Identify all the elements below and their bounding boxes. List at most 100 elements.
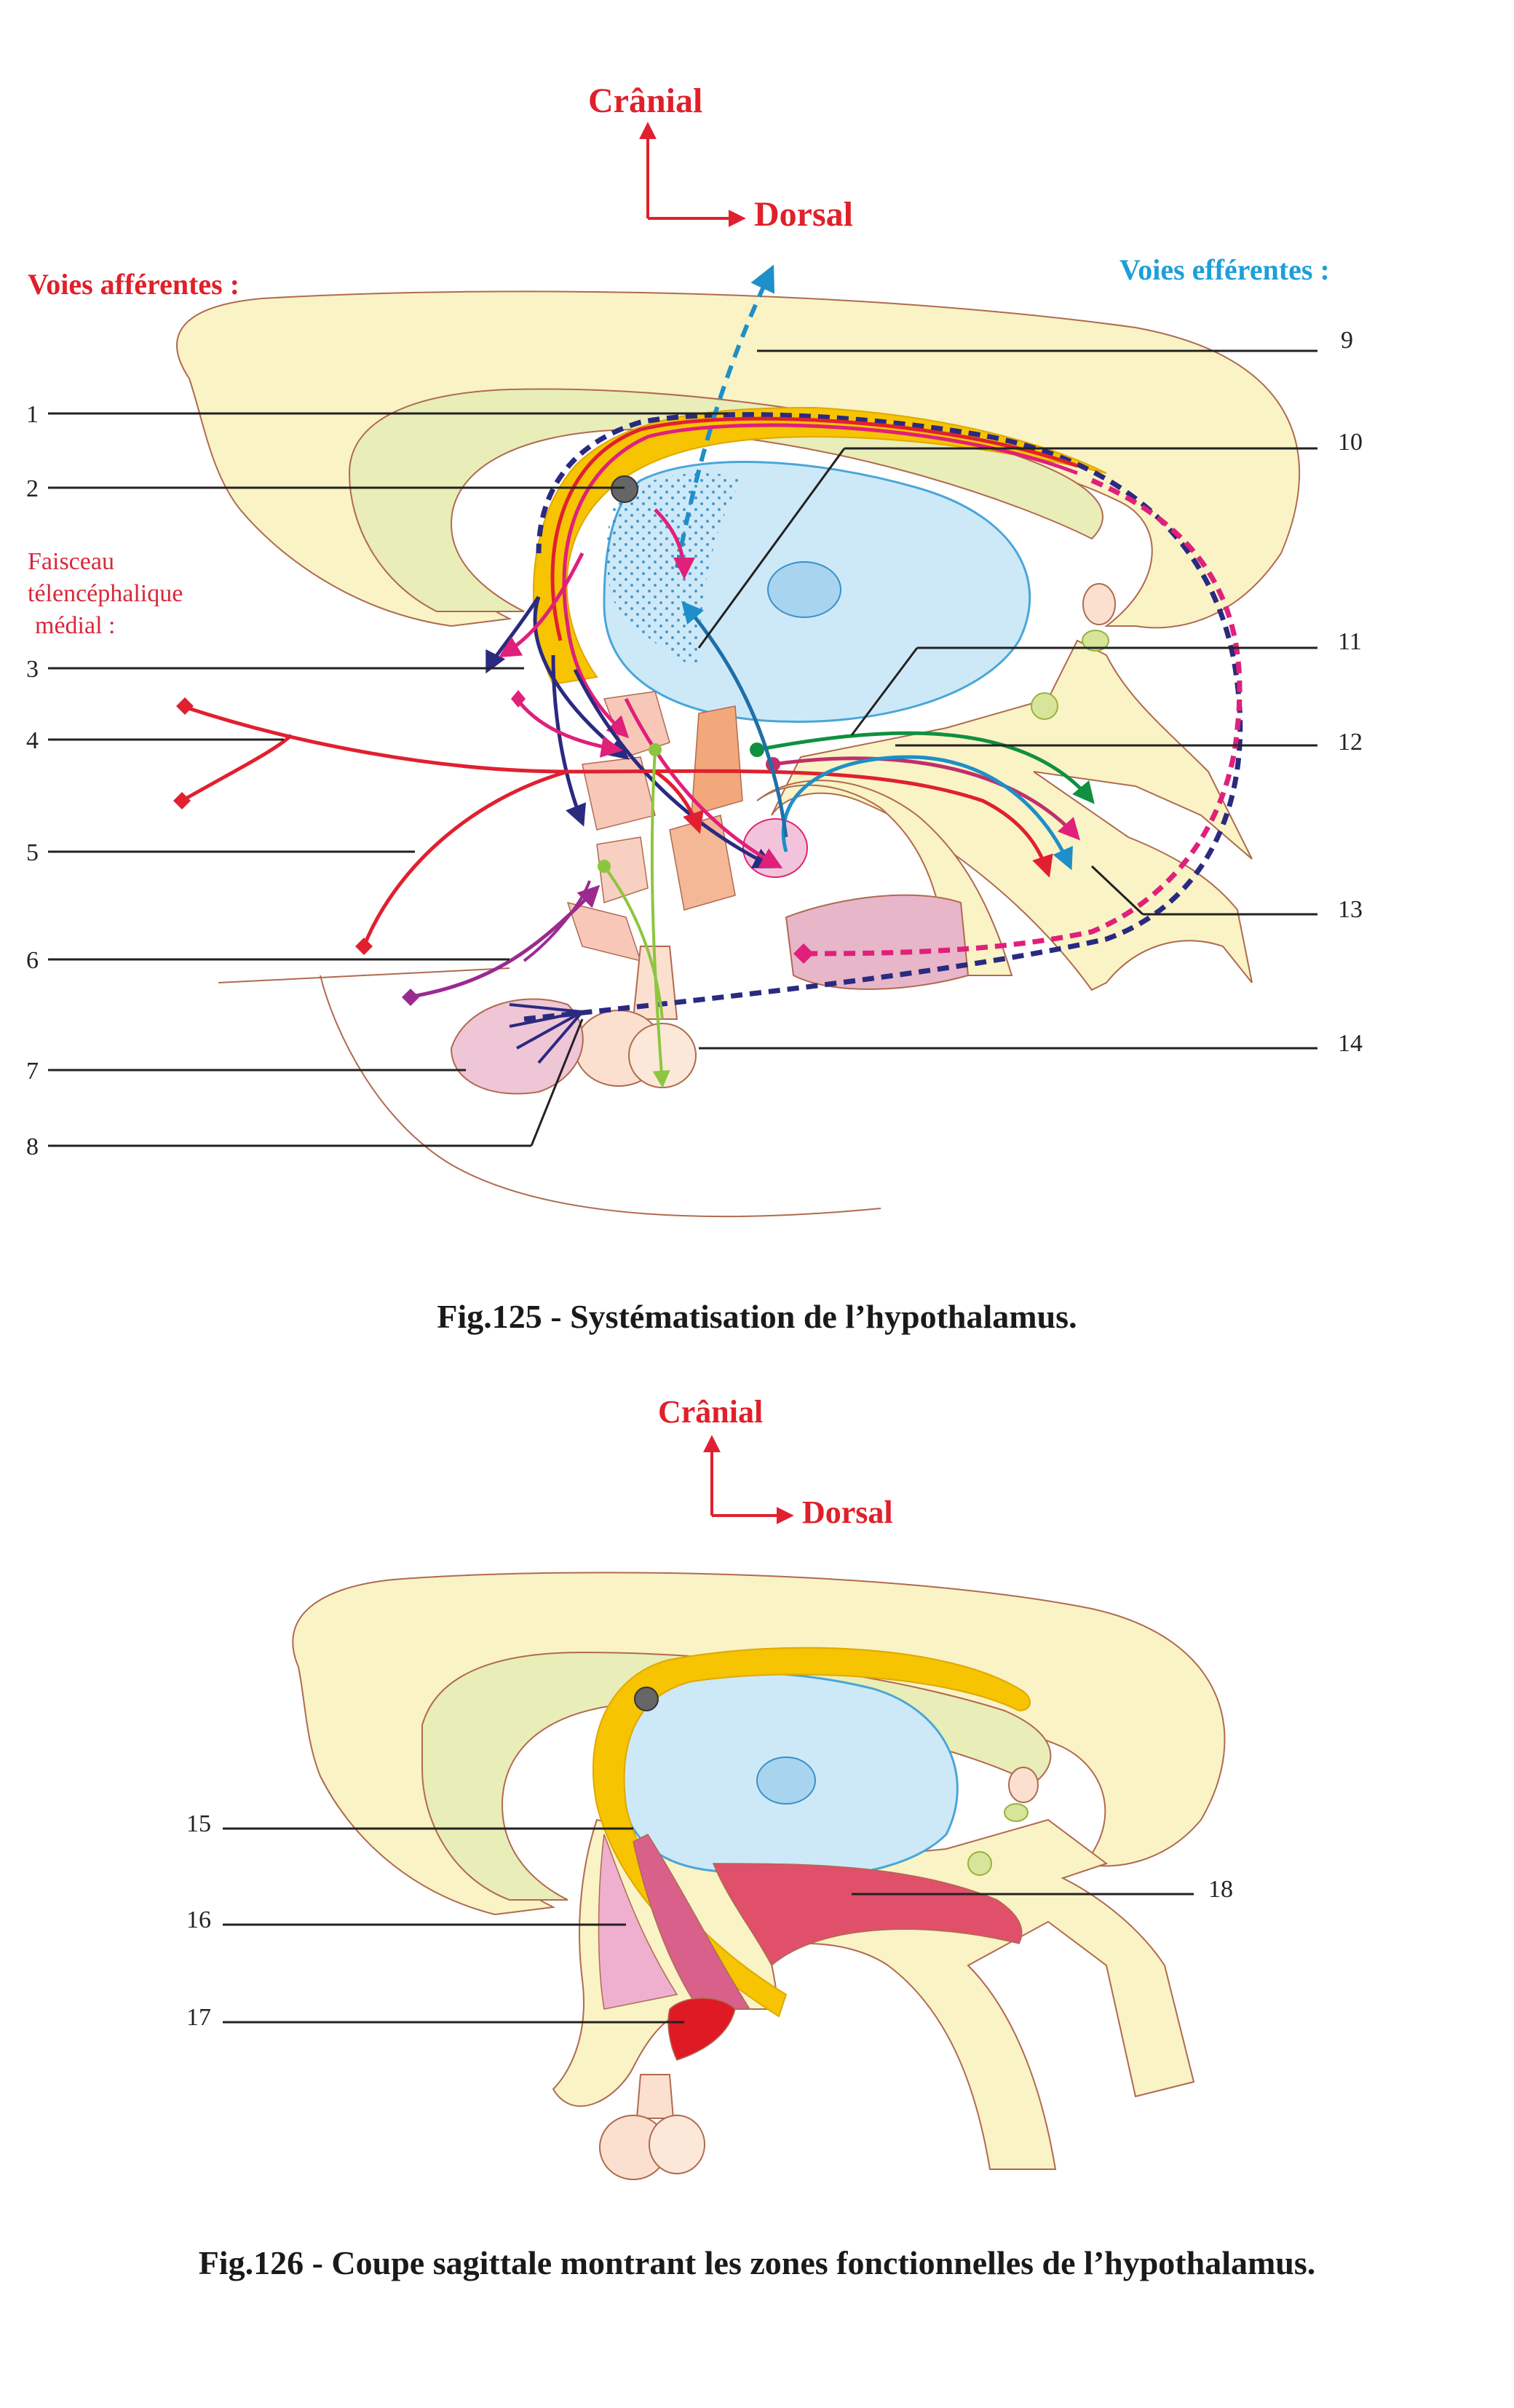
- posterior-commissure: [1082, 630, 1109, 651]
- orientation-indicator-fig126: Crânial Dorsal: [658, 1394, 893, 1530]
- posterior-commissure-126: [1004, 1803, 1029, 1822]
- label-16: 16: [186, 1906, 211, 1933]
- red-mfb-branch-1: [181, 734, 293, 803]
- faisceau-line-2: télencéphalique: [28, 580, 183, 607]
- label-6: 6: [26, 947, 39, 974]
- label-11: 11: [1338, 628, 1362, 655]
- faisceau-line-3: médial :: [35, 612, 115, 639]
- fig125-label-numbers: 1 2 3 4 5 6 7 8 9 10 11 12 13 14: [26, 327, 1363, 1160]
- navy-afferent-3: [551, 654, 587, 827]
- magenta-afferent-4: [654, 508, 695, 579]
- label-10: 10: [1338, 429, 1363, 456]
- magenta-diamond-start: [511, 690, 526, 708]
- navy-afferent-4: [573, 668, 776, 868]
- purple-to-nucleus: [523, 880, 591, 962]
- orientation-indicator-fig125: Crânial Dorsal: [588, 82, 853, 234]
- magenta-diamond-end: [793, 943, 814, 964]
- red-diamond-2: [173, 792, 191, 809]
- fig126-label-lines: [223, 1827, 1194, 2024]
- optic-chiasm: [566, 901, 642, 962]
- faisceau-line-1: Faisceau: [28, 548, 114, 575]
- magenta-efferent: [772, 756, 1081, 841]
- blue-dashed-efferent: [675, 264, 775, 569]
- pineal-nodule-126: [967, 1851, 992, 1876]
- mammillary-body: [742, 818, 808, 878]
- label-1: 1: [26, 401, 39, 428]
- navy-fan-2: [509, 1010, 583, 1028]
- anterior-commissure-126: [634, 1687, 659, 1711]
- fig126-label-numbers: 15 16 17 18: [186, 1810, 1233, 2031]
- fornix-red-path: [550, 416, 1078, 641]
- lime-efferent-2: [603, 865, 664, 1020]
- label-2: 2: [26, 475, 39, 502]
- fig126-caption: Fig.126 - Coupe sagittale montrant les z…: [199, 2244, 1316, 2281]
- dorsal-label-126: Dorsal: [802, 1494, 893, 1530]
- lime-efferent-1: [650, 749, 670, 1088]
- red-mfb-branch-5: [362, 769, 568, 947]
- fig125-label-lines: [48, 349, 1317, 1147]
- hypothalamic-nucleus-4: [669, 815, 736, 911]
- red-mfb-main: [181, 704, 1053, 878]
- efferent-pathways-title: Voies efférentes :: [1119, 253, 1330, 286]
- zone-preoptic-16: [598, 1834, 678, 2010]
- red-diamond-5: [355, 938, 373, 955]
- base-line: [218, 967, 510, 983]
- navy-fan-3: [516, 1010, 583, 1050]
- magenta-afferent-3: [624, 697, 783, 868]
- magenta-afferent-2: [515, 697, 623, 758]
- cranial-label: Crânial: [588, 82, 702, 120]
- fornix-magenta-path: [562, 423, 1078, 739]
- thalamic-nucleus: [767, 561, 841, 618]
- dorsal-label: Dorsal: [754, 195, 853, 234]
- zone-posterior-18: [712, 1863, 1023, 1967]
- green-efferent: [756, 731, 1095, 804]
- navy-afferent-1: [533, 596, 630, 760]
- fornix: [532, 406, 1107, 686]
- cerebral-hemisphere: [176, 290, 1301, 629]
- fig126: Crânial Dorsal: [186, 1394, 1315, 2281]
- label-17: 17: [186, 2004, 211, 2031]
- label-14: 14: [1338, 1030, 1363, 1057]
- habenula: [1082, 583, 1116, 625]
- fig125: Crânial Dorsal Voies afférentes : Voies …: [26, 82, 1363, 1335]
- anterior-commissure: [611, 475, 638, 503]
- zone-tuberal-17: [667, 1997, 736, 2061]
- pons-region: [785, 894, 970, 990]
- cingulate-area: [348, 388, 1103, 612]
- label-5: 5: [26, 839, 39, 866]
- base-outline: [320, 975, 881, 1218]
- red-diamond-1: [176, 697, 194, 715]
- habenula-126: [1008, 1767, 1039, 1803]
- navy-dashed-loop: [523, 412, 1243, 1022]
- label-15: 15: [186, 1810, 211, 1837]
- navy-fan-4: [537, 1010, 584, 1064]
- posterior-pituitary-126: [649, 2115, 705, 2174]
- magenta-afferent-1: [498, 552, 584, 658]
- blue-efferent-up: [681, 601, 788, 838]
- red-to-nucleus: [654, 769, 704, 834]
- magenta-dashed-efferent: [800, 478, 1242, 957]
- label-3: 3: [26, 656, 39, 683]
- pituitary-stalk-126: [635, 2074, 675, 2119]
- faisceau-telencephalique-title: Faisceau télencéphalique médial :: [28, 548, 183, 639]
- fornix-126: [592, 1647, 1031, 2018]
- navy-fan-1: [509, 1003, 583, 1013]
- purple-diamond: [402, 989, 419, 1006]
- blue-efferent: [781, 755, 1073, 871]
- hypothalamic-nucleus-2: [691, 705, 743, 817]
- label-12: 12: [1338, 729, 1363, 756]
- thalamic-nucleus-126: [756, 1757, 816, 1805]
- cranial-label-126: Crânial: [658, 1394, 763, 1430]
- pineal-nodule: [1031, 692, 1058, 720]
- label-18: 18: [1208, 1876, 1233, 1903]
- label-7: 7: [26, 1058, 39, 1085]
- hypothalamic-nucleus-3: [582, 756, 656, 831]
- label-8: 8: [26, 1133, 39, 1160]
- label-9: 9: [1341, 327, 1353, 354]
- hypothalamic-nucleus-5: [596, 836, 649, 904]
- label-13: 13: [1338, 896, 1363, 923]
- fig125-caption: Fig.125 - Systématisation de l’hypothala…: [437, 1298, 1077, 1335]
- afferent-pathways-title: Voies afférentes :: [28, 268, 239, 301]
